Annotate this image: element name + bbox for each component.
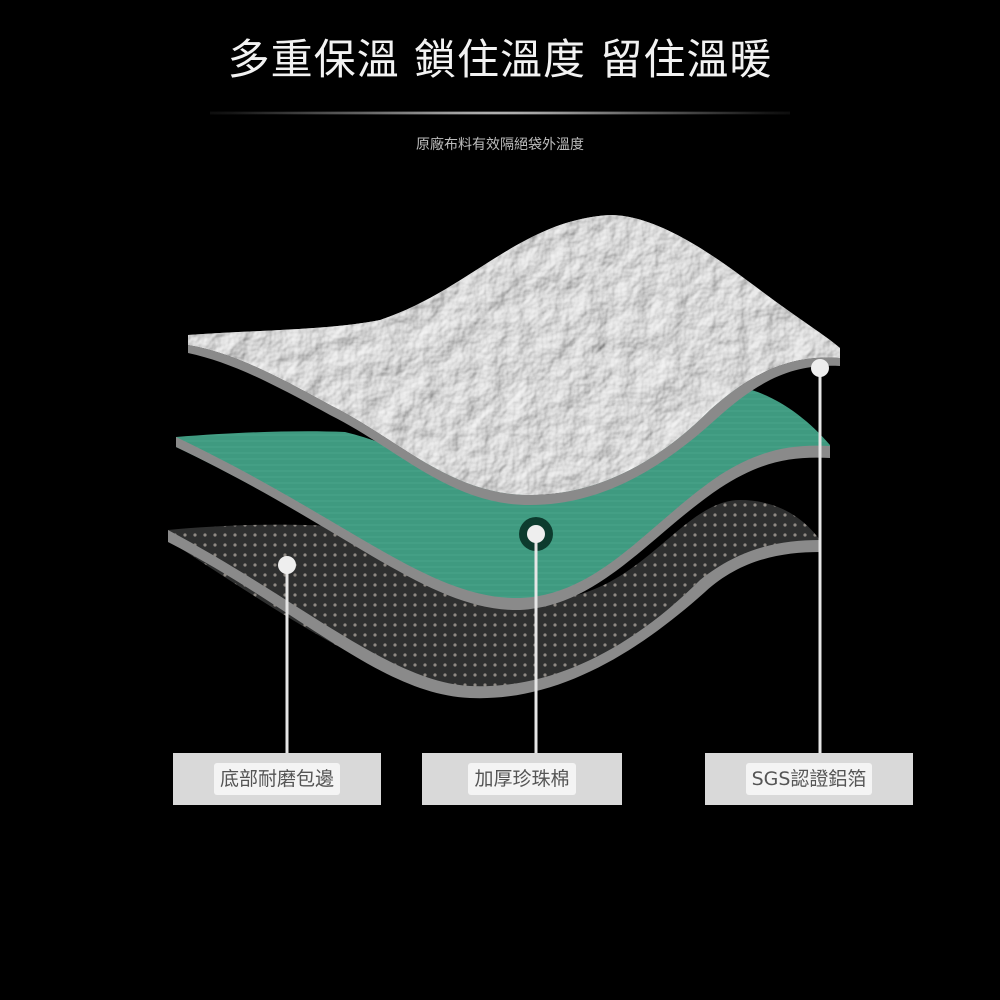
- callout-connector-bottom: [278, 556, 296, 753]
- callout-connector-middle: [519, 517, 553, 753]
- callout-label-aluminum-foil: SGS認證鋁箔: [705, 753, 913, 805]
- title-divider: [210, 111, 790, 115]
- callout-label-bottom-edge: 底部耐磨包邊: [173, 753, 381, 805]
- callout-label-pearl-cotton: 加厚珍珠棉: [422, 753, 622, 805]
- callout-connector-top: [811, 359, 829, 753]
- page-subtitle: 原廠布料有效隔絕袋外溫度: [416, 137, 584, 153]
- callout-label-text: SGS認證鋁箔: [745, 763, 873, 795]
- page-title: 多重保溫 鎖住溫度 留住溫暖: [227, 35, 773, 84]
- aluminum-foil-layer: [188, 215, 840, 505]
- callout-label-text: 加厚珍珠棉: [468, 763, 576, 795]
- callout-label-text: 底部耐磨包邊: [213, 763, 340, 795]
